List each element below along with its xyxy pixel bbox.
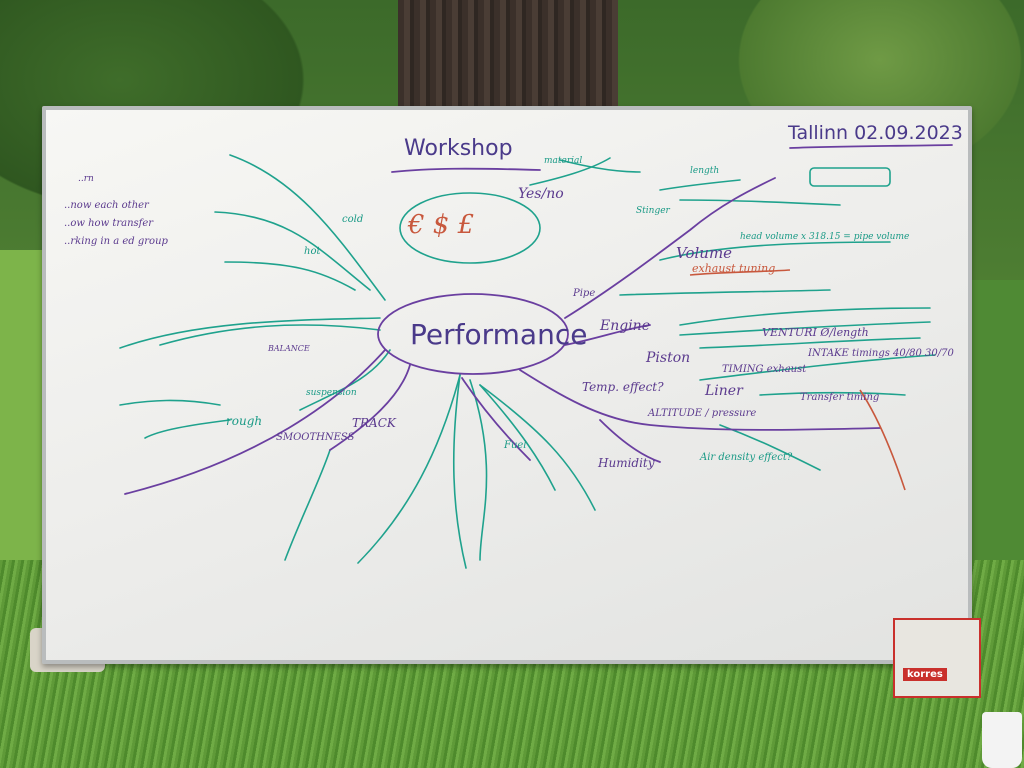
paper-cup <box>982 712 1022 768</box>
liner-label: Liner <box>705 383 743 399</box>
transfer-label: Transfer timing <box>800 392 880 403</box>
workshop-title: Workshop <box>404 136 513 161</box>
track-label: TRACK <box>352 416 396 430</box>
temp-label: Temp. effect? <box>582 380 664 394</box>
suspension-label: suspension <box>306 388 357 398</box>
center-node: Performance <box>410 318 588 351</box>
corner-note-2: ..now each other <box>64 200 149 211</box>
marker-box: korres <box>893 618 981 698</box>
engine-label: Engine <box>600 318 650 334</box>
marker-box-brand: korres <box>903 668 947 681</box>
volume-label: Volume <box>676 244 733 262</box>
cold-label: cold <box>342 214 364 225</box>
rough-label: rough <box>226 414 263 428</box>
air-density-label: Air density effect? <box>700 452 793 463</box>
hot-label: hot <box>304 246 321 257</box>
corner-note-3: ..ow how transfer <box>64 218 154 229</box>
exhaust-tuning-label: exhaust tuning <box>692 262 776 275</box>
balance-label: BALANCE <box>268 344 310 353</box>
head-volume-label: head volume x 318.15 = pipe volume <box>740 232 910 242</box>
exhaust-timing-label: TIMING exhaust <box>722 364 807 375</box>
date-label: Tallinn 02.09.2023 <box>788 122 963 144</box>
tree-trunk <box>398 0 618 118</box>
piston-label: Piston <box>646 350 691 366</box>
yes-no-label: Yes/no <box>518 186 564 202</box>
material-label: material <box>544 156 583 166</box>
currency-symbols: € $ £ <box>408 210 475 240</box>
fuel-label: Fuel <box>504 440 527 451</box>
grass-left <box>0 250 50 600</box>
length-label: length <box>690 166 720 176</box>
pipe-label: Pipe <box>573 288 596 299</box>
venturi-label: VENTURI Ø/length <box>762 326 869 339</box>
corner-note-1: ..rn <box>78 174 94 184</box>
stinger-label: Stinger <box>636 206 670 216</box>
intake-label: INTAKE timings 40/80 30/70 <box>808 348 954 359</box>
smoothness-label: SMOOTHNESS <box>276 432 355 443</box>
corner-note-4: ..rking in a ed group <box>64 236 168 247</box>
humidity-label: Humidity <box>598 456 655 470</box>
altitude-label: ALTITUDE / pressure <box>648 408 757 419</box>
whiteboard <box>42 106 972 664</box>
